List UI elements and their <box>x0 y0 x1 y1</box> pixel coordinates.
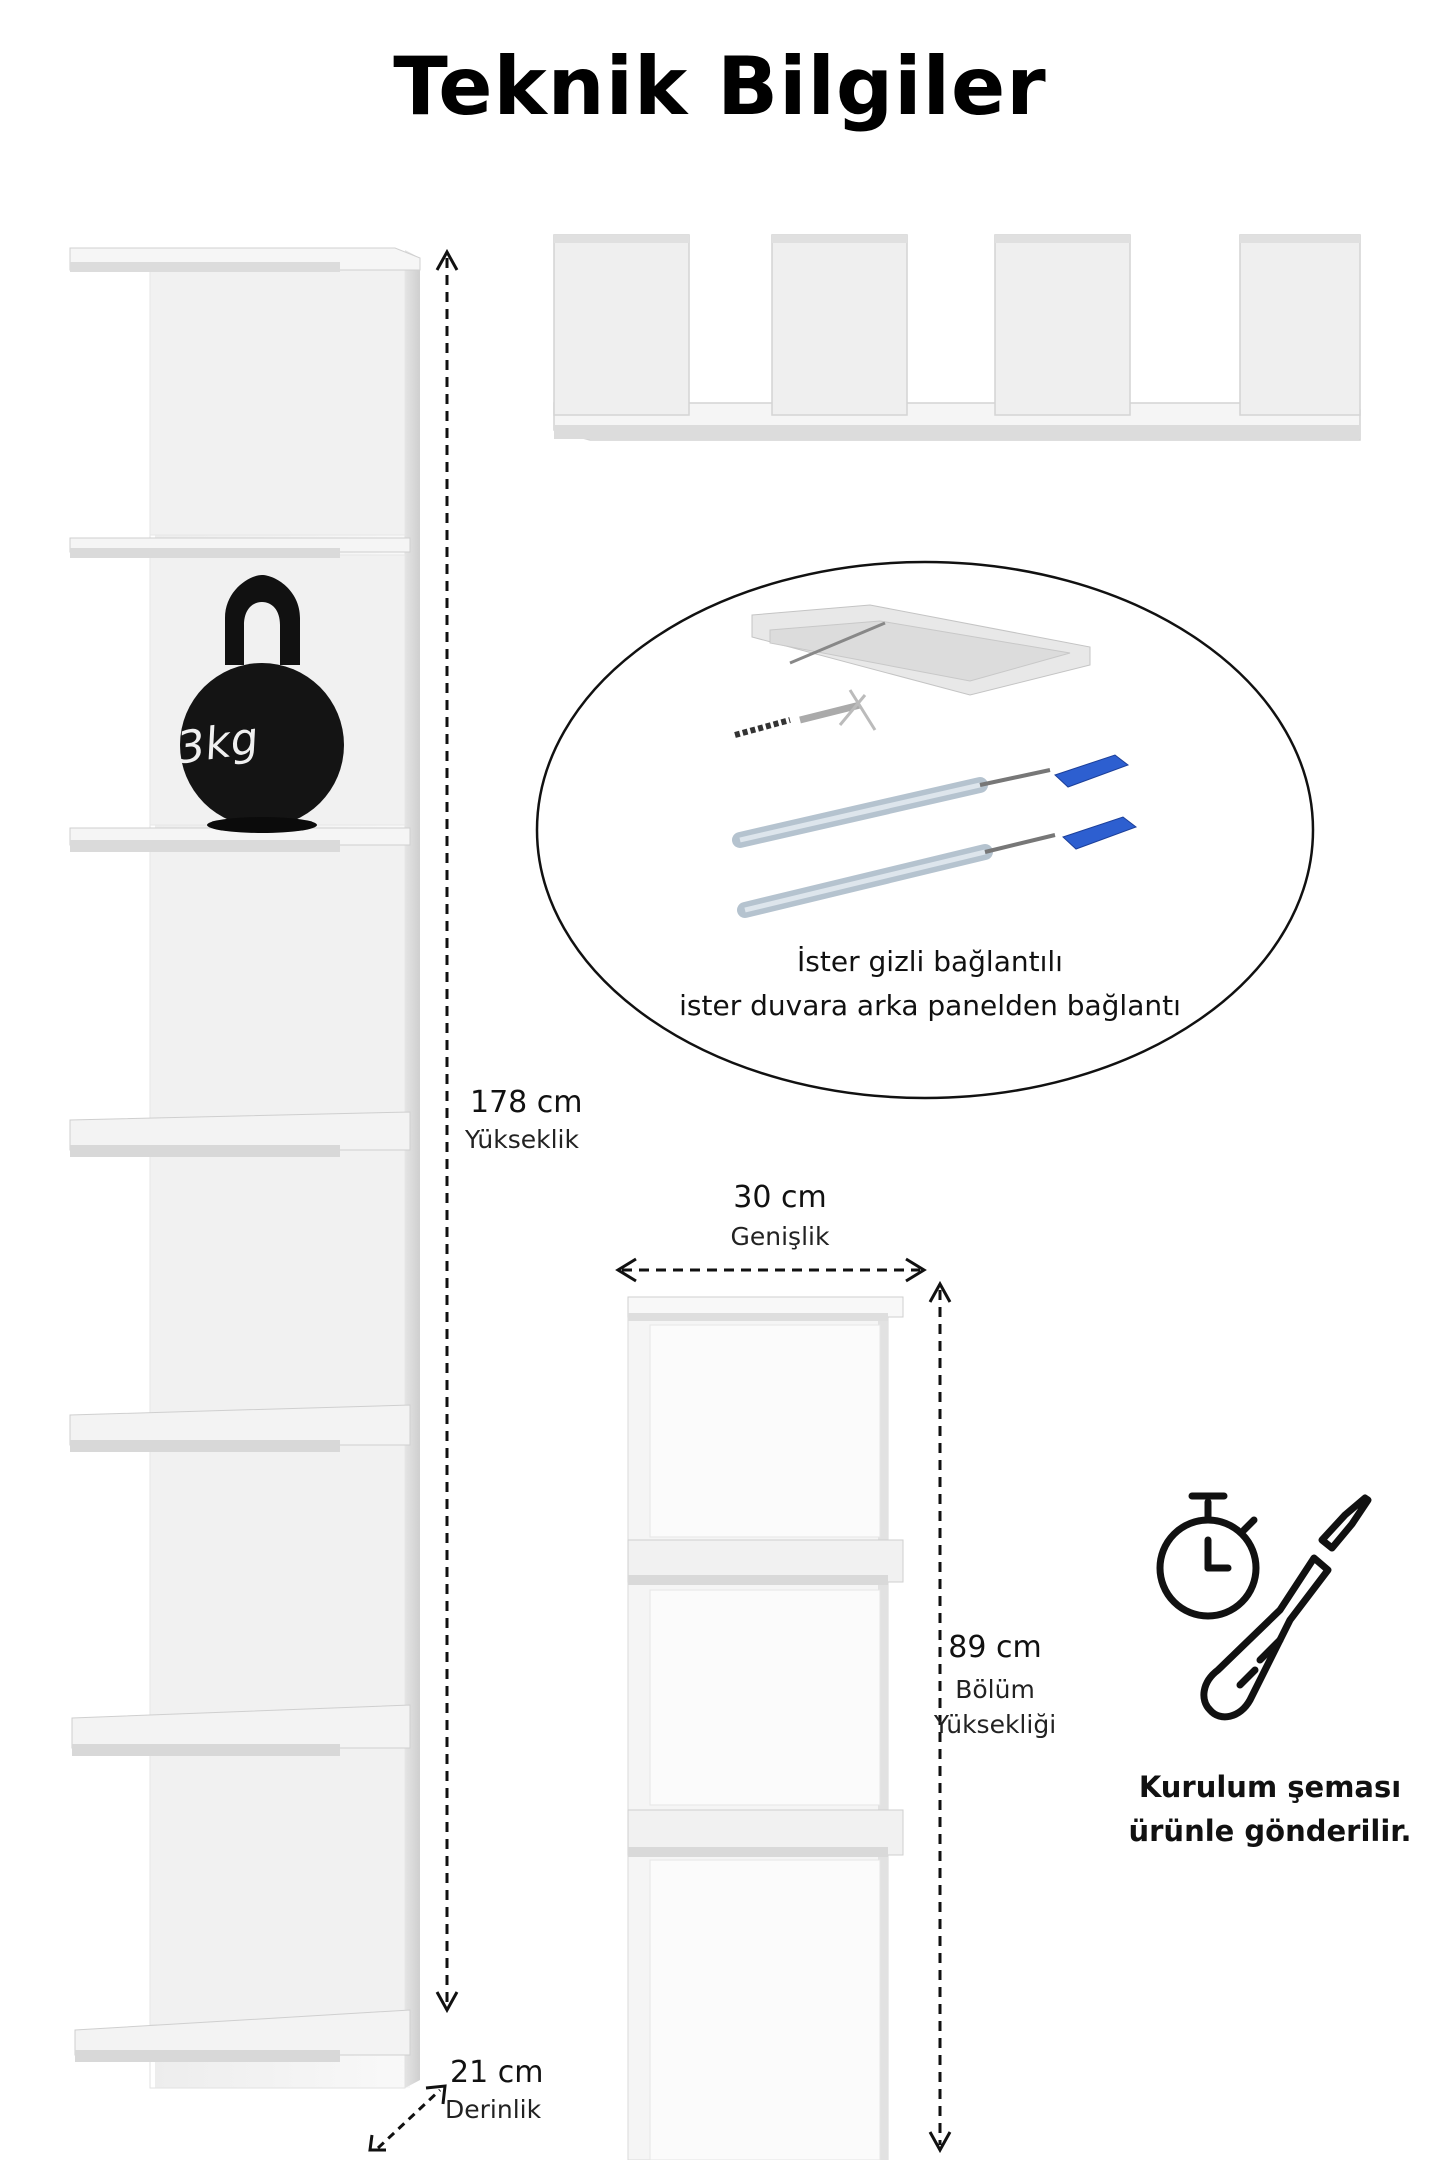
shelf-board <box>69 1111 411 1157</box>
tall-unit-segment <box>149 1439 406 1721</box>
dimension-arrow-icon <box>615 1257 927 1283</box>
width-label: Genişlik <box>730 1222 830 1251</box>
tall-shelf-unit <box>69 247 459 2152</box>
rod-fastener <box>737 833 1056 918</box>
width-value: 30 cm <box>733 1180 827 1215</box>
connection-caption-line2: ister duvara arka panelden bağlantı <box>679 989 1181 1022</box>
shelf-board <box>69 537 411 558</box>
bracket-screw <box>734 689 877 738</box>
section-unit-segment <box>649 1324 881 1538</box>
shelf-board <box>71 1704 411 1756</box>
tall-unit-segment <box>149 1744 406 2026</box>
shelf-board <box>627 1296 904 1321</box>
wall-shelf-divider <box>994 234 1131 416</box>
section-height-label-line1: Bölüm <box>955 1675 1035 1704</box>
shelf-board <box>69 247 421 272</box>
shelf-board <box>627 1539 904 1585</box>
hidden-connection-shelf <box>751 604 1091 696</box>
assembly-note-line1: Kurulum şeması <box>1138 1770 1402 1804</box>
assembly-note-line2: ürünle gönderilir. <box>1128 1814 1412 1848</box>
section-unit-segment <box>649 1859 881 2160</box>
tall-unit-shelves <box>69 247 421 2062</box>
section-height-label-line2: Yüksekliği <box>933 1710 1057 1739</box>
rod-fastener <box>732 768 1051 848</box>
screwdriver-icon <box>1200 1494 1372 1721</box>
depth-value: 21 cm <box>450 2055 544 2090</box>
tall-unit-segment <box>149 844 406 1121</box>
connection-caption: İster gizli bağlantılı ister duvara arka… <box>540 940 1320 1028</box>
height-label: Yükseklik <box>465 1125 579 1154</box>
dimension-arrow-icon <box>435 248 459 2014</box>
shelf-board <box>69 1404 411 1452</box>
shelf-board <box>627 1809 904 1857</box>
connection-detail-oval <box>535 560 1315 1100</box>
section-height-value: 89 cm <box>948 1630 1042 1665</box>
section-unit-segment <box>649 1589 881 1806</box>
connection-caption-line1: İster gizli bağlantılı <box>797 945 1063 978</box>
tall-unit-side-edge <box>405 250 420 2088</box>
assembly-note: Kurulum şeması ürünle gönderilir. <box>1105 1765 1435 1853</box>
shelf-board <box>69 827 411 852</box>
page-title: Teknik Bilgiler <box>393 40 1047 133</box>
dimension-arrow-icon <box>928 1280 952 2154</box>
kettlebell-icon <box>180 575 344 833</box>
section-shelf-unit <box>615 1257 927 2160</box>
depth-label: Derinlik <box>445 2095 542 2124</box>
wall-shelf-unit <box>553 234 1361 441</box>
dimension-arrow-icon <box>368 2084 447 2152</box>
wall-shelf-divider <box>771 234 908 416</box>
wall-shelf-divider <box>1239 234 1361 416</box>
tall-unit-segment <box>149 1139 406 1416</box>
wall-shelf-divider <box>553 234 690 416</box>
section-unit-shelves <box>627 1296 904 1857</box>
wall-plug-icon <box>1054 754 1138 850</box>
tall-unit-segment <box>149 264 406 536</box>
assembly-icons <box>1156 1492 1372 1721</box>
shelf-board <box>74 2009 411 2062</box>
height-value: 178 cm <box>470 1085 583 1120</box>
stopwatch-icon <box>1156 1492 1260 1620</box>
